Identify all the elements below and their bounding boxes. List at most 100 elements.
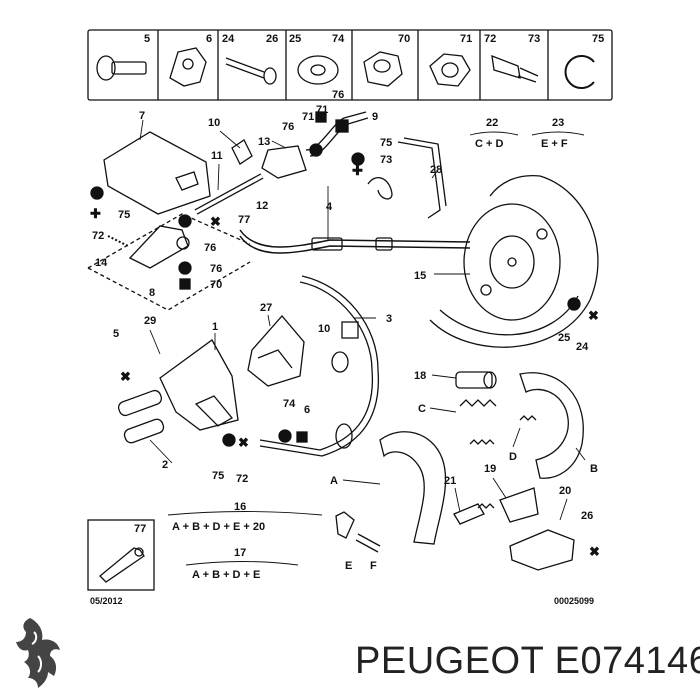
callout-10: 10 (208, 117, 220, 129)
callout-16: 16 (234, 501, 246, 513)
callout-29: 29 (144, 315, 156, 327)
cable-3 (259, 275, 379, 457)
header-label-6: 6 (206, 33, 212, 45)
brake-shoe-b (519, 372, 584, 479)
diagram-labels: 5 6 24 26 25 74 76 70 71 72 73 75 7 10 1… (90, 33, 604, 606)
header-label-25: 25 (289, 33, 301, 45)
callout-15: 15 (414, 270, 426, 282)
svg-text:✖: ✖ (588, 308, 599, 323)
washer-25-drawing (297, 55, 339, 85)
inset-box-77 (87, 519, 155, 591)
header-parts-strip (87, 29, 613, 101)
springs-group (335, 371, 575, 571)
callout-3: 3 (386, 313, 392, 325)
callout-70: 70 (210, 279, 222, 291)
callout-72-left: 72 (92, 230, 104, 242)
cross-markers: ✚ ✚ ✖ ✖ ✖ ✖ ✖ (90, 163, 600, 559)
drawing-code: 00025099 (554, 596, 594, 606)
lever-assembly (87, 131, 264, 311)
callout-25: 25 (558, 332, 570, 344)
callout-d: D (509, 451, 517, 463)
callout-71-a: 71 (302, 111, 314, 123)
callout-75-top: 75 (380, 137, 392, 149)
callout-1: 1 (212, 321, 218, 333)
nut-70-drawing (363, 51, 403, 87)
header-label-71: 71 (460, 33, 472, 45)
header-label-75: 75 (592, 33, 604, 45)
callout-73: 73 (380, 154, 392, 166)
callout-26: 26 (581, 510, 593, 522)
callout-6-lower: 6 (304, 404, 310, 416)
callout-11: 11 (211, 150, 223, 162)
callout-5: 5 (113, 328, 119, 340)
callout-23: 23 (552, 117, 564, 129)
brand-part-number: PEUGEOT E074146 (355, 640, 700, 682)
callout-20: 20 (559, 485, 571, 497)
callout-76-low: 76 (210, 263, 222, 275)
bolt-5-drawing (96, 55, 147, 81)
svg-text:✚: ✚ (352, 163, 363, 178)
callout-14: 14 (95, 257, 108, 269)
parking-lever (117, 339, 308, 447)
header-label-72: 72 (484, 33, 496, 45)
svg-text:✖: ✖ (589, 544, 600, 559)
callout-76-top: 76 (282, 121, 294, 133)
callout-28: 28 (430, 164, 442, 176)
callout-10-lower: 10 (318, 323, 330, 335)
callout-75-lower: 75 (212, 470, 224, 482)
clip-6-drawing (169, 47, 207, 87)
callout-17: 17 (234, 547, 246, 559)
callout-77-inset: 77 (134, 523, 146, 535)
formula-17: A + B + D + E (192, 569, 260, 581)
callout-7: 7 (139, 110, 145, 122)
callout-77: 77 (238, 214, 250, 226)
circlip-75-drawing (564, 55, 595, 89)
formula-22: C + D (475, 138, 503, 150)
callout-19: 19 (484, 463, 496, 475)
callout-24: 24 (576, 341, 589, 353)
backing-plate (429, 174, 599, 348)
header-label-70: 70 (398, 33, 410, 45)
header-label-26: 26 (266, 33, 278, 45)
callout-a: A (330, 475, 338, 487)
cable-assembly (231, 111, 471, 254)
header-label-76: 76 (332, 89, 344, 101)
cover-27 (247, 315, 305, 387)
callout-b: B (590, 463, 598, 475)
formula-16: A + B + D + E + 20 (172, 521, 265, 533)
header-label-24: 24 (222, 33, 235, 45)
callout-9: 9 (372, 111, 378, 123)
callout-72-lower: 72 (236, 473, 248, 485)
bolt-72-drawing (491, 54, 539, 83)
callout-71-b: 71 (316, 104, 328, 116)
formula-23: E + F (541, 138, 568, 150)
callout-27: 27 (260, 302, 272, 314)
peugeot-lion-logo-icon (16, 618, 60, 688)
leader-lines (139, 119, 586, 521)
callout-f: F (370, 560, 377, 572)
callout-75-left: 75 (118, 209, 130, 221)
svg-text:✖: ✖ (238, 435, 249, 450)
header-label-73: 73 (528, 33, 540, 45)
callout-21: 21 (444, 475, 456, 487)
svg-text:✚: ✚ (90, 206, 101, 221)
header-label-74: 74 (332, 33, 345, 45)
callout-8: 8 (149, 287, 155, 299)
callout-74-lower: 74 (283, 398, 296, 410)
callout-18: 18 (414, 370, 426, 382)
callout-22: 22 (486, 117, 498, 129)
callout-13: 13 (258, 136, 270, 148)
callout-76-mid: 76 (204, 242, 216, 254)
callout-c: C (418, 403, 426, 415)
bolt-24-drawing (225, 57, 277, 85)
callout-2: 2 (162, 459, 168, 471)
svg-text:✖: ✖ (120, 369, 131, 384)
header-label-5: 5 (144, 33, 150, 45)
nut-71-drawing (429, 53, 471, 87)
callout-12: 12 (256, 200, 268, 212)
formula-lines (167, 131, 585, 566)
callout-e: E (345, 560, 352, 572)
brake-shoe-a (379, 431, 447, 545)
callout-4: 4 (326, 201, 333, 213)
